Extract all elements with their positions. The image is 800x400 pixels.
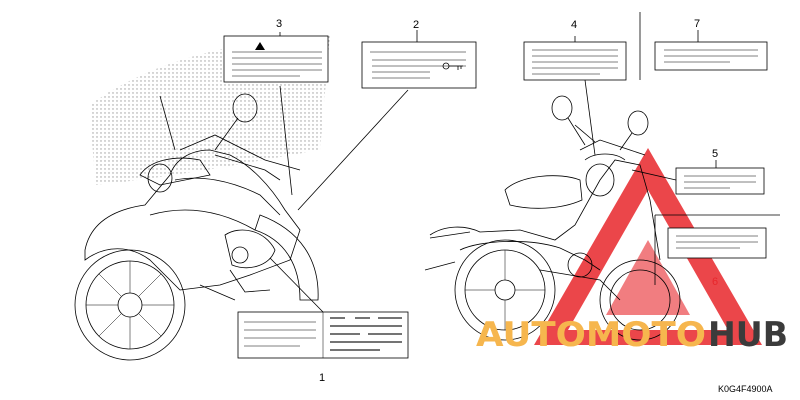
callout-3: 3 [276,18,282,30]
label-5 [675,167,765,195]
callout-7: 7 [694,18,700,30]
label-4 [523,41,627,81]
watermark-triangle [534,148,762,345]
label-1 [237,311,409,359]
callout-6: 6 [712,276,718,288]
part-code: K0G4F4900A [718,384,773,394]
key-icon [442,62,463,70]
watermark-text-part2: HUB [708,315,788,355]
leader-lines [269,30,717,313]
label-3 [223,35,329,83]
label-7 [654,41,768,71]
callout-2: 2 [413,19,419,31]
watermark-text-part1: AUTOMOTO [476,315,706,355]
callout-4: 4 [571,19,577,31]
watermark-text: AUTOMOTO HUB [476,315,788,355]
callout-1: 1 [319,372,325,384]
motorcycle-left-view [74,93,319,361]
label-6 [667,227,767,259]
callout-5: 5 [712,148,718,160]
motorcycle-right-view [424,95,681,341]
warning-triangle-icon [255,42,265,50]
label-2 [361,41,477,89]
divider-6 [654,214,780,285]
